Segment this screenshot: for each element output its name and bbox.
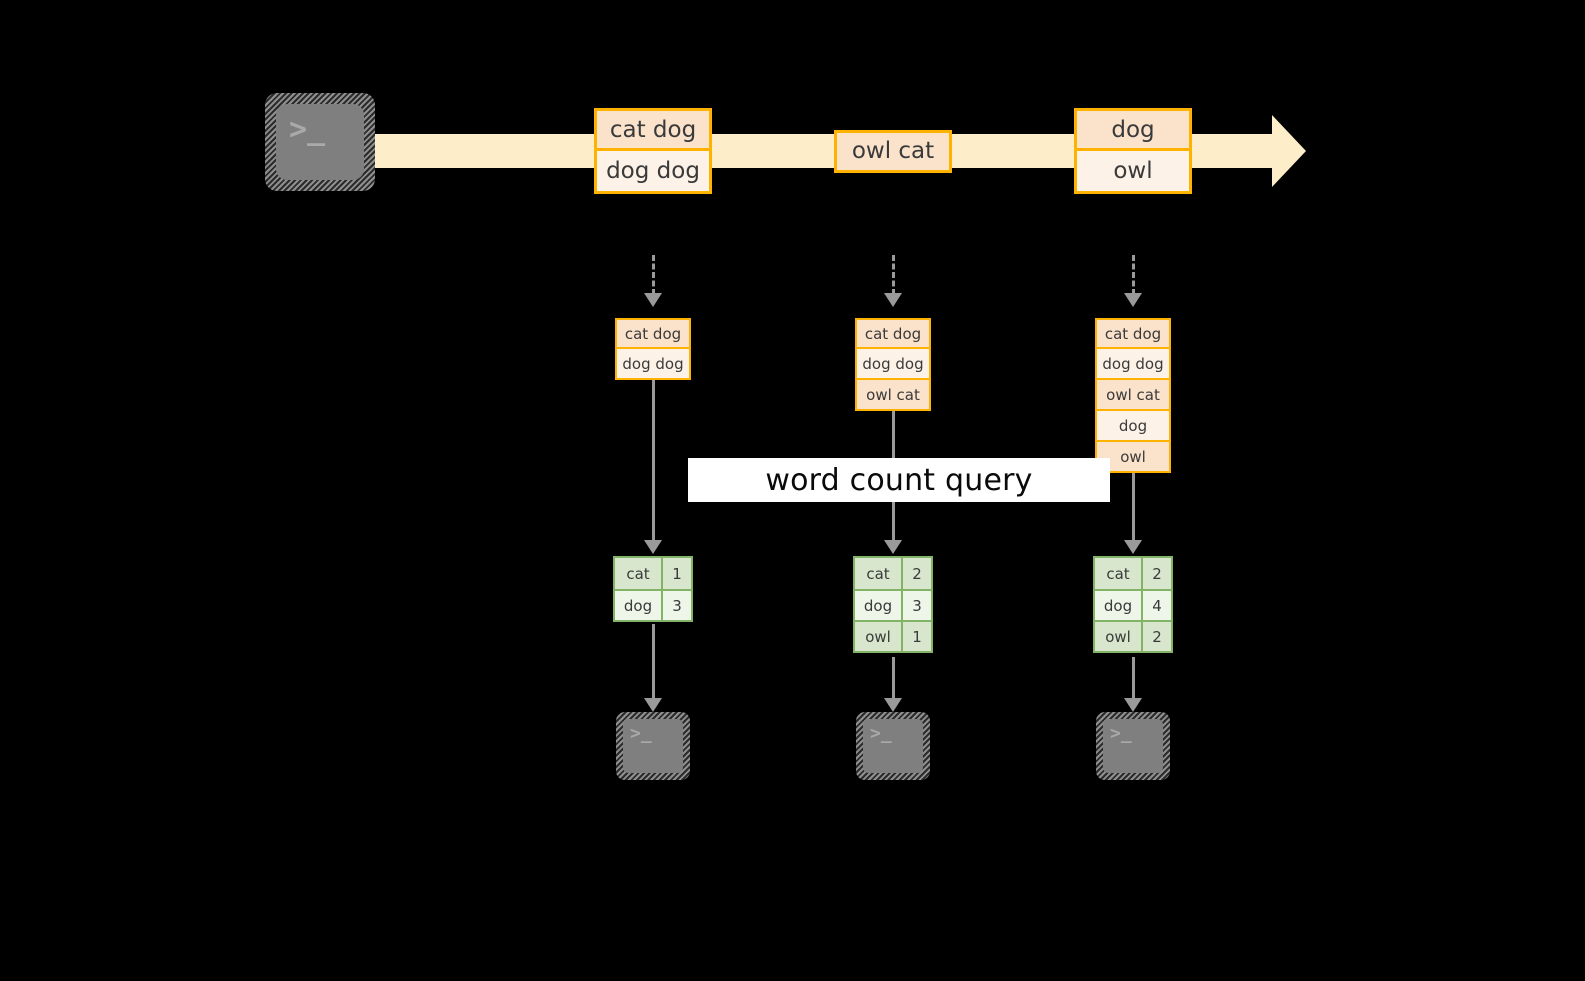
count-word: cat xyxy=(615,558,663,589)
stream-record-line: dog xyxy=(1074,108,1192,151)
count-value: 2 xyxy=(1143,622,1171,651)
source-terminal-icon[interactable]: >_ xyxy=(265,93,375,191)
sink-terminal-icon[interactable]: >_ xyxy=(616,712,690,780)
counts-to-sink-line xyxy=(892,657,895,698)
terminal-screen xyxy=(623,719,683,773)
stream-to-snapshot-arrowhead xyxy=(644,293,662,307)
count-value: 1 xyxy=(663,558,691,589)
stream-record-line: cat dog xyxy=(594,108,712,151)
sink-terminal-icon[interactable]: >_ xyxy=(856,712,930,780)
counts-to-sink-arrowhead xyxy=(884,698,902,712)
snapshot-to-counts-line xyxy=(652,380,655,540)
count-value: 3 xyxy=(663,591,691,620)
terminal-screen xyxy=(1103,719,1163,773)
count-value: 2 xyxy=(903,558,931,589)
counts-to-sink-arrowhead xyxy=(1124,698,1142,712)
count-word: dog xyxy=(855,591,903,620)
stream-record-line: dog dog xyxy=(594,151,712,194)
count-word: cat xyxy=(855,558,903,589)
count-value: 3 xyxy=(903,591,931,620)
sink-terminal-icon[interactable]: >_ xyxy=(1096,712,1170,780)
snapshot-to-counts-line xyxy=(1132,473,1135,540)
count-value: 2 xyxy=(1143,558,1171,589)
query-label: word count query xyxy=(688,458,1110,502)
count-word: owl xyxy=(1095,622,1143,651)
terminal-prompt-glyph: >_ xyxy=(289,112,326,147)
stream-record-line: owl xyxy=(1074,151,1192,194)
stream-to-snapshot-line xyxy=(652,255,655,295)
snapshot-input-row: cat dog xyxy=(1095,318,1171,349)
count-word: dog xyxy=(615,591,663,620)
terminal-prompt-glyph: >_ xyxy=(870,723,892,744)
stream-record-line: owl cat xyxy=(834,129,952,173)
count-word: owl xyxy=(855,622,903,651)
terminal-screen xyxy=(863,719,923,773)
stream-to-snapshot-line xyxy=(892,255,895,295)
terminal-screen xyxy=(276,104,364,180)
count-value: 1 xyxy=(903,622,931,651)
stream-to-snapshot-arrowhead xyxy=(1124,293,1142,307)
record-group-2: owl cat xyxy=(834,129,952,173)
snapshot-to-counts-arrowhead xyxy=(644,540,662,554)
count-value: 4 xyxy=(1143,591,1171,620)
count-word: dog xyxy=(1095,591,1143,620)
stream-to-snapshot-arrowhead xyxy=(884,293,902,307)
terminal-prompt-glyph: >_ xyxy=(630,723,652,744)
counts-to-sink-arrowhead xyxy=(644,698,662,712)
snapshot-input-row: owl cat xyxy=(1095,380,1171,411)
snapshot-input-row: dog dog xyxy=(1095,349,1171,380)
snapshot-input-row: dog dog xyxy=(855,349,931,380)
snapshot-input-row: owl cat xyxy=(855,380,931,411)
count-word: cat xyxy=(1095,558,1143,589)
snapshot-input-row: cat dog xyxy=(615,318,691,349)
snapshot-to-counts-arrowhead xyxy=(1124,540,1142,554)
snapshot-input-row: cat dog xyxy=(855,318,931,349)
event-stream-arrowhead xyxy=(1272,115,1306,187)
counts-to-sink-line xyxy=(1132,657,1135,698)
snapshot-input-row: dog dog xyxy=(615,349,691,380)
snapshot-input-row: dog xyxy=(1095,411,1171,442)
counts-to-sink-line xyxy=(652,624,655,698)
stream-to-snapshot-line xyxy=(1132,255,1135,295)
snapshot-to-counts-arrowhead xyxy=(884,540,902,554)
terminal-prompt-glyph: >_ xyxy=(1110,723,1132,744)
